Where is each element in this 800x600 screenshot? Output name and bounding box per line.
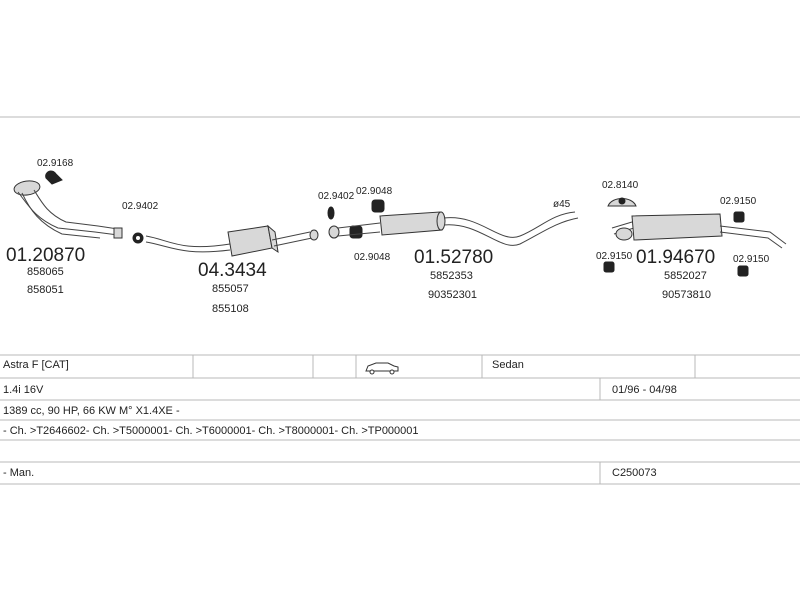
gasket-drawing bbox=[132, 232, 144, 244]
vehicle-engine: 1.4i 16V bbox=[3, 384, 44, 396]
front-pipe-drawing bbox=[13, 180, 123, 239]
mount-1-label: 02.9048 bbox=[356, 186, 393, 197]
pipe-diameter-label: ø45 bbox=[553, 199, 571, 210]
clamp-1-label: 02.9168 bbox=[37, 158, 74, 169]
front-pipe-ref2: 858051 bbox=[27, 284, 64, 296]
vehicle-gearbox: - Man. bbox=[3, 467, 34, 479]
rear-silencer-number: 01.94670 bbox=[636, 247, 715, 268]
mount-3-label: 02.8140 bbox=[602, 180, 639, 191]
vehicle-specs: 1389 cc, 90 HP, 66 KW M° X1.4XE - bbox=[3, 405, 180, 417]
rear-silencer-ref2: 90573810 bbox=[662, 289, 711, 301]
vehicle-chassis: - Ch. >T2646602- Ch. >T5000001- Ch. >T60… bbox=[3, 425, 419, 437]
catalyst-ref2: 855108 bbox=[212, 303, 249, 315]
vehicle-years: 01/96 - 04/98 bbox=[612, 384, 677, 396]
mount-5-label: 02.9150 bbox=[596, 251, 633, 262]
catalyst-ref1: 855057 bbox=[212, 283, 249, 295]
middle-silencer-ref2: 90352301 bbox=[428, 289, 477, 301]
middle-silencer-ref1: 5852353 bbox=[430, 270, 473, 282]
mount-6-label: 02.9150 bbox=[733, 254, 770, 265]
rear-silencer-ref1: 5852027 bbox=[664, 270, 707, 282]
exhaust-diagram bbox=[13, 170, 787, 277]
catalyst-number: 04.3434 bbox=[198, 260, 267, 281]
catalyst-drawing bbox=[145, 224, 319, 257]
car-sedan-icon bbox=[365, 362, 399, 375]
front-pipe-ref1: 858065 bbox=[27, 266, 64, 278]
rear-mounts-drawing bbox=[603, 211, 749, 277]
gasket-2-label: 02.9402 bbox=[318, 191, 355, 202]
rear-silencer-drawing bbox=[607, 197, 787, 249]
gasket-2-drawing bbox=[327, 206, 335, 220]
clamp-drawing bbox=[45, 170, 63, 185]
middle-silencer-number: 01.52780 bbox=[414, 247, 493, 268]
mount-4-label: 02.9150 bbox=[720, 196, 757, 207]
mount-2-label: 02.9048 bbox=[354, 252, 391, 263]
middle-silencer-drawing bbox=[328, 211, 579, 246]
gasket-1-label: 02.9402 bbox=[122, 201, 159, 212]
vehicle-info-table bbox=[0, 116, 800, 485]
vehicle-code: C250073 bbox=[612, 467, 657, 479]
front-pipe-number: 01.20870 bbox=[6, 245, 85, 266]
vehicle-model: Astra F [CAT] bbox=[3, 359, 69, 371]
vehicle-body: Sedan bbox=[492, 359, 524, 371]
